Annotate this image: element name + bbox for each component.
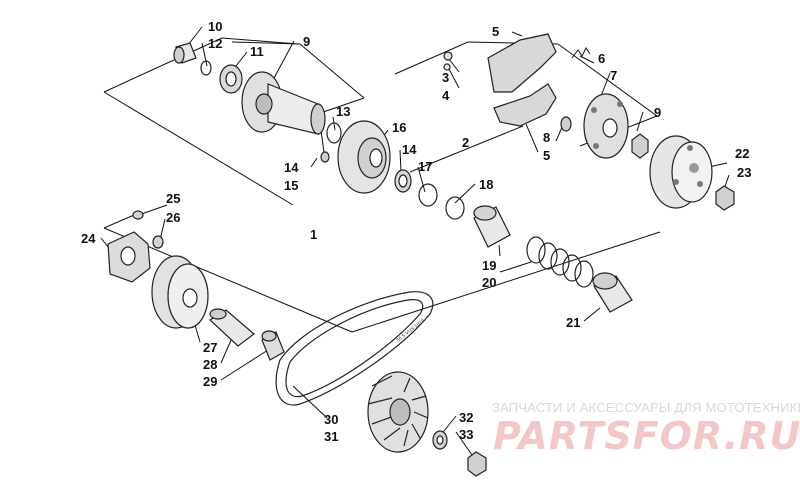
watermark-tagline: ЗАПЧАСТИ И АКСЕССУАРЫ ДЛЯ МОТОТЕХНИКИ bbox=[492, 400, 800, 415]
part-label-2: 2 bbox=[462, 135, 469, 150]
oring-14b bbox=[394, 169, 412, 193]
part-label-12: 11 bbox=[250, 44, 264, 59]
part-label-20: 19 bbox=[482, 258, 496, 273]
part-label-30: 29 bbox=[203, 374, 217, 389]
spacer-bushing-11 bbox=[173, 42, 197, 64]
seal-15-16 bbox=[320, 151, 330, 163]
part-label-5-upper: 5 bbox=[492, 24, 499, 39]
part-label-33: 32 bbox=[459, 410, 473, 425]
circlip-13 bbox=[200, 60, 212, 76]
part-label-28: 27 bbox=[203, 340, 217, 355]
clutch-shoes-5 bbox=[487, 33, 557, 127]
part-label-24: 23 bbox=[737, 165, 751, 180]
part-label-11: 10 bbox=[208, 19, 222, 34]
part-label-16: 15 bbox=[284, 178, 298, 193]
clutch-bell-23 bbox=[649, 135, 713, 209]
sleeve-28 bbox=[209, 308, 255, 347]
part-label-27: 26 bbox=[166, 210, 180, 225]
part-label-26: 25 bbox=[166, 191, 180, 206]
part-label-5-lower: 5 bbox=[543, 148, 550, 163]
part-label-14-upper: 13 bbox=[336, 104, 350, 119]
part-label-1: 1 bbox=[310, 227, 317, 242]
bushing-29-30 bbox=[261, 330, 285, 361]
slider-26-27 bbox=[132, 210, 164, 249]
part-label-7: 7 bbox=[610, 68, 617, 83]
washer-33 bbox=[432, 430, 448, 450]
oring-14a bbox=[326, 122, 342, 144]
oring-19 bbox=[445, 196, 465, 220]
part-label-21: 20 bbox=[482, 275, 496, 290]
spring-6 bbox=[571, 47, 591, 59]
spring-cup-22 bbox=[592, 272, 633, 313]
watermark-brand: PARTSFOR.RU bbox=[493, 414, 800, 458]
part-label-23: 22 bbox=[735, 146, 749, 161]
part-label-31: 30 bbox=[324, 412, 338, 427]
part-label-4: 4 bbox=[442, 88, 450, 103]
part-label-29: 28 bbox=[203, 357, 217, 372]
fixed-drive-face-10 bbox=[241, 71, 326, 135]
part-label-10: 9 bbox=[303, 34, 310, 49]
guide-pin-20 bbox=[473, 205, 511, 248]
part-label-13: 12 bbox=[208, 36, 222, 51]
bearing-12 bbox=[219, 64, 243, 94]
part-label-3: 3 bbox=[442, 70, 449, 85]
movable-drive-face bbox=[151, 255, 209, 329]
belt-marking: 56 5 VUS 1019 bbox=[396, 318, 427, 344]
nut-9 bbox=[631, 133, 649, 159]
part-label-6: 6 bbox=[598, 51, 605, 66]
nut-24 bbox=[715, 185, 735, 211]
washer-3-4 bbox=[443, 51, 453, 71]
part-label-34: 33 bbox=[459, 427, 473, 442]
part-label-22: 21 bbox=[566, 315, 580, 330]
oring-18 bbox=[418, 183, 438, 207]
bolt-8 bbox=[560, 116, 572, 132]
part-label-19: 18 bbox=[479, 177, 493, 192]
part-label-32: 31 bbox=[324, 429, 338, 444]
part-label-18: 17 bbox=[418, 159, 432, 174]
part-label-8: 8 bbox=[543, 130, 550, 145]
ramp-plate-25 bbox=[107, 231, 151, 283]
movable-driven-face-17 bbox=[337, 120, 391, 194]
part-label-15: 14 bbox=[284, 160, 299, 175]
spring-21 bbox=[526, 236, 594, 288]
nut-34 bbox=[467, 451, 487, 477]
part-label-14-lower: 14 bbox=[402, 142, 417, 157]
part-label-17: 16 bbox=[392, 120, 406, 135]
clutch-plate-7 bbox=[583, 93, 629, 159]
part-label-9: 9 bbox=[654, 105, 661, 120]
part-label-25: 24 bbox=[81, 231, 96, 246]
part-labels: 10 12 11 9 13 16 14 14 15 17 18 19 20 21… bbox=[81, 19, 751, 444]
fan-drive-pulley-32 bbox=[367, 371, 429, 453]
